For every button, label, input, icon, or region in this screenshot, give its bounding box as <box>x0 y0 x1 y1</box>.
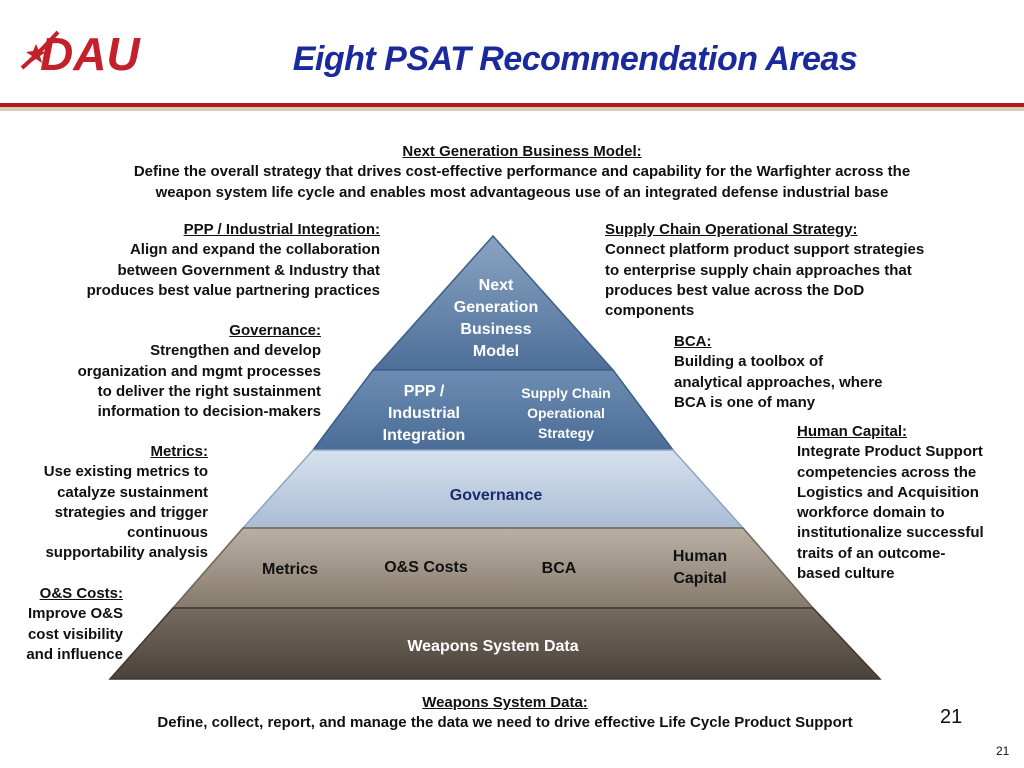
label-bca: BCA <box>542 560 577 577</box>
callout-line: to deliver the right sustainment <box>97 382 321 400</box>
page-number: 21 <box>996 744 1010 758</box>
callout-heading: Metrics: <box>150 443 208 460</box>
label-line: Integration <box>383 427 466 444</box>
slide-number: 21 <box>940 706 963 728</box>
label-line: PPP / <box>404 383 445 400</box>
callout-line: information to decision-makers <box>97 403 321 421</box>
label-line: Next <box>479 277 514 294</box>
callout-weapons-system-data: Weapons System Data: Define, collect, re… <box>80 693 930 734</box>
callout-line: weapon system life cycle and enables mos… <box>155 183 889 201</box>
callout-line: strategies and trigger <box>54 503 208 521</box>
callout-heading: BCA: <box>674 333 712 350</box>
callout-governance: Governance: Strengthen and develop organ… <box>20 321 321 422</box>
label-governance: Governance <box>450 487 543 504</box>
callout-heading: Next Generation Business Model: <box>402 143 642 160</box>
header-rule-red <box>0 103 1024 107</box>
page-title: Eight PSAT Recommendation Areas <box>292 40 858 78</box>
label-line: Generation <box>454 299 538 316</box>
callout-line: analytical approaches, where <box>674 373 883 391</box>
tier-ppp-supply-chain <box>311 369 675 451</box>
callout-line: BCA is one of many <box>674 393 816 411</box>
logo-text: DAU <box>40 28 141 80</box>
label-weapons-system-data: Weapons System Data <box>407 638 578 655</box>
callout-line: organization and mgmt processes <box>77 362 321 380</box>
callout-line: catalyze sustainment <box>57 483 208 501</box>
callout-line: Define the overall strategy that drives … <box>133 163 911 181</box>
callout-line: Logistics and Acquisition <box>797 483 979 501</box>
callout-line: components <box>605 302 695 320</box>
label-line: Supply Chain <box>521 385 610 401</box>
callout-line: continuous <box>127 524 208 542</box>
label-ppp: PPP / Industrial Integration <box>383 383 466 444</box>
callout-heading: O&S Costs: <box>39 585 123 602</box>
label-line: Model <box>473 343 519 360</box>
callout-line: produces best value across the DoD <box>605 281 865 299</box>
callout-line: institutionalize successful <box>797 524 984 542</box>
label-line: Strategy <box>538 425 594 441</box>
callout-supply-chain: Supply Chain Operational Strategy: Conne… <box>605 220 1005 321</box>
callout-line: traits of an outcome- <box>797 544 946 562</box>
callout-metrics: Metrics: Use existing metrics to catalyz… <box>4 442 208 564</box>
callout-human-capital: Human Capital: Integrate Product Support… <box>797 422 1019 584</box>
label-human-capital: Human Capital <box>673 548 727 587</box>
dau-logo: DAU <box>20 28 141 80</box>
tier-weapons-system-data <box>108 607 882 680</box>
callout-ppp: PPP / Industrial Integration: Align and … <box>20 220 380 301</box>
callout-line: Building a toolbox of <box>674 353 824 371</box>
callout-heading: PPP / Industrial Integration: <box>183 221 380 238</box>
callout-line: produces best value partnering practices <box>86 281 380 299</box>
callout-line: Connect platform product support strateg… <box>605 241 925 259</box>
callout-heading: Human Capital: <box>797 423 908 440</box>
callout-heading: Governance: <box>229 322 321 339</box>
label-line: Industrial <box>388 405 460 422</box>
callout-line: workforce domain to <box>797 504 945 522</box>
callout-os-costs: O&S Costs: Improve O&S cost visibility a… <box>4 584 123 665</box>
callout-line: competencies across the <box>797 463 977 481</box>
label-line: Capital <box>673 570 726 587</box>
logo-star-icon <box>20 30 60 70</box>
callout-line: based culture <box>797 565 895 583</box>
callout-line: Strengthen and develop <box>150 342 321 360</box>
callout-ngbm: Next Generation Business Model: Define t… <box>40 142 1004 203</box>
label-next-generation: Next Generation Business Model <box>454 277 538 360</box>
label-line: Operational <box>527 405 605 421</box>
callout-line: cost visibility <box>27 625 123 643</box>
label-supply-chain: Supply Chain Operational Strategy <box>521 385 610 441</box>
callout-heading: Weapons System Data: <box>422 694 588 711</box>
header-rule-tan <box>0 107 1024 111</box>
callout-line: supportability analysis <box>45 544 208 562</box>
callout-line: Improve O&S <box>27 605 123 623</box>
callout-line: Integrate Product Support <box>797 443 983 461</box>
label-line: Business <box>460 321 531 338</box>
callout-line: between Government & Industry that <box>117 261 380 279</box>
label-line: Human <box>673 548 727 565</box>
callout-heading: Supply Chain Operational Strategy: <box>605 221 858 238</box>
callout-line: Use existing metrics to <box>43 463 208 481</box>
callout-line: to enterprise supply chain approaches th… <box>605 261 912 279</box>
label-metrics: Metrics <box>262 561 318 578</box>
callout-line: Align and expand the collaboration <box>129 241 380 259</box>
callout-bca: BCA: Building a toolbox of analytical ap… <box>674 332 974 413</box>
label-os-costs: O&S Costs <box>384 559 468 576</box>
callout-line: Define, collect, report, and manage the … <box>157 714 853 732</box>
callout-line: and influence <box>26 645 123 663</box>
